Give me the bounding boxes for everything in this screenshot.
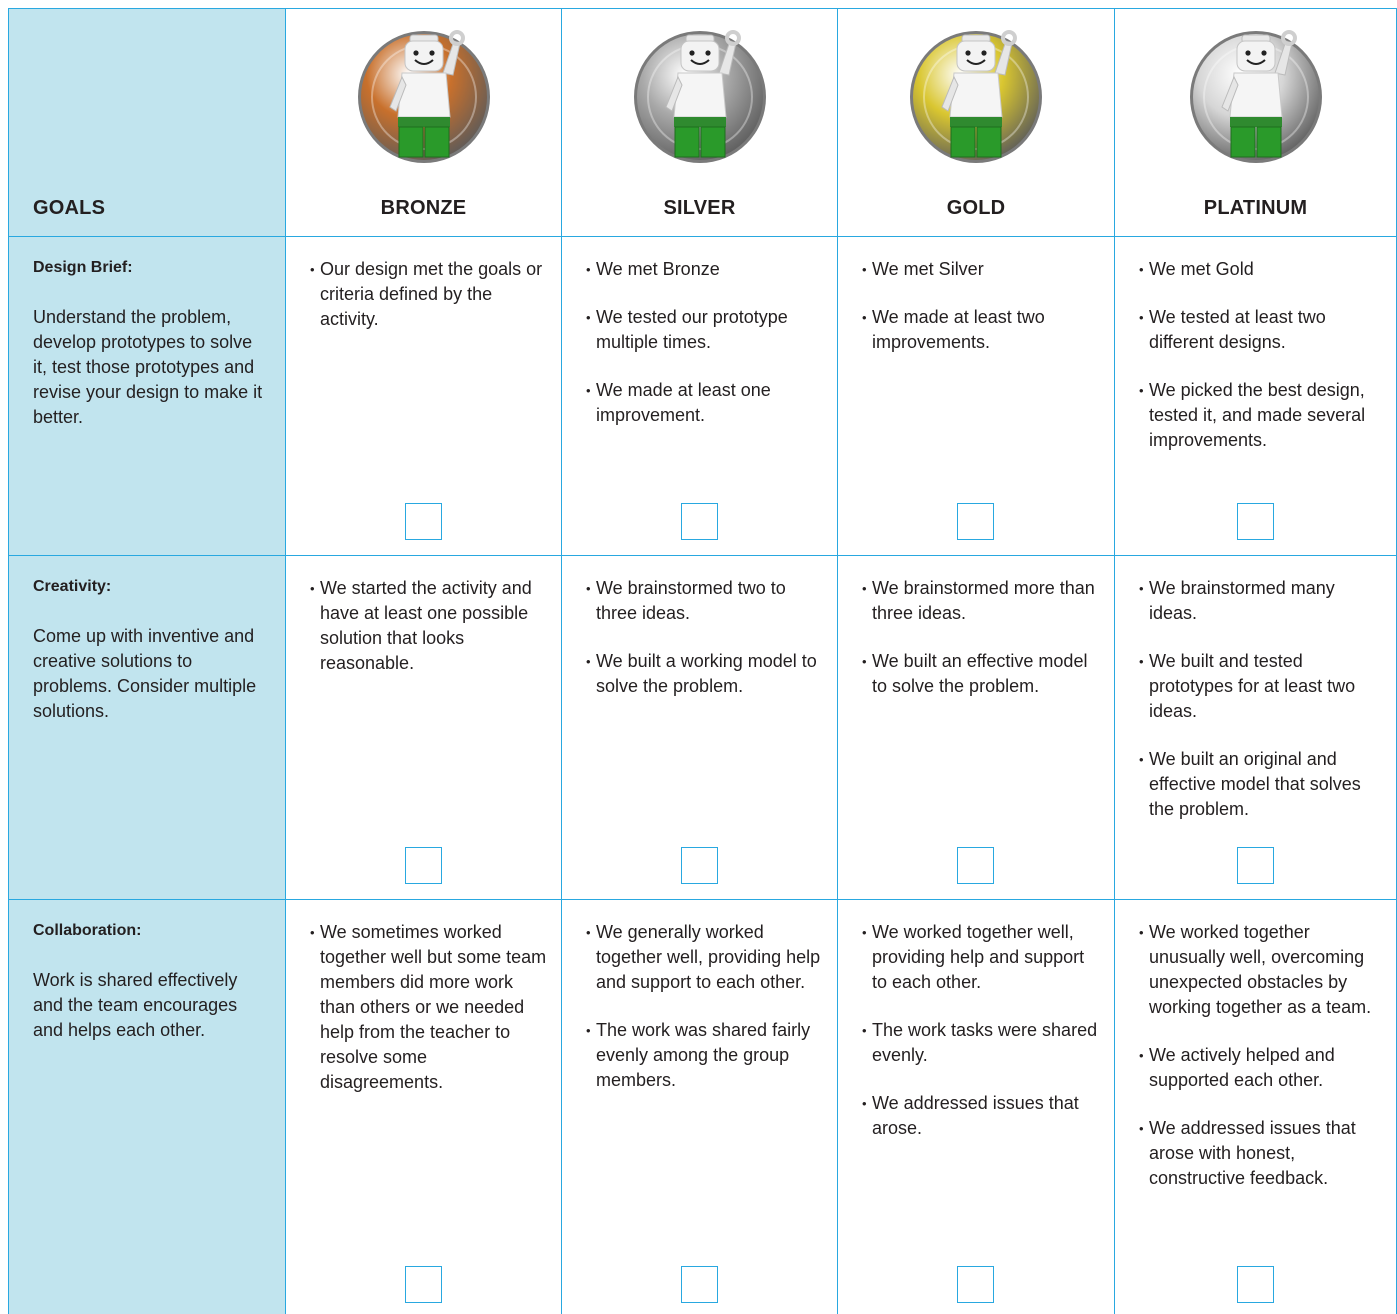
criteria-item: We met Silver [862,257,1102,282]
criteria-cell: We met Silver We made at least two impro… [837,236,1114,555]
level-header-bronze: BRONZE [285,8,561,236]
checkbox[interactable] [680,503,718,540]
platinum-medal-icon [1189,30,1322,163]
checkbox[interactable] [957,1266,994,1303]
criteria-item: We sometimes worked together well but so… [310,920,549,1095]
goal-name: Design Brief: [33,259,133,276]
goal-cell-design-brief: Design Brief: Understand the problem, de… [8,236,285,555]
criteria-item: We tested our prototype multiple times. [586,305,825,355]
checkbox[interactable] [680,1266,718,1303]
level-header-platinum: PLATINUM [1114,8,1397,236]
criteria-item: We generally worked together well, provi… [586,920,825,995]
goal-description: Come up with inventive and creative solu… [33,626,257,721]
criteria-item: We met Bronze [586,257,825,282]
criteria-item: The work was shared fairly evenly among … [586,1018,825,1093]
criteria-item: We built an original and effective model… [1139,747,1384,822]
criteria-list: Our design met the goals or criteria def… [310,257,549,355]
criteria-item: We addressed issues that arose. [862,1091,1102,1141]
criteria-item: We addressed issues that arose with hone… [1139,1116,1384,1191]
criteria-item: We brainstormed two to three ideas. [586,576,825,626]
criteria-item: We built an effective model to solve the… [862,649,1102,699]
checkbox[interactable] [680,847,718,884]
rubric-table: GOALS BRONZE SILVER GOLD PLATINUM Design… [8,8,1397,1314]
criteria-list: We brainstormed many ideas. We built and… [1139,576,1384,845]
criteria-item: We brainstormed more than three ideas. [862,576,1102,626]
checkbox[interactable] [1236,1266,1274,1303]
goals-header-label: GOALS [33,197,106,219]
goal-name: Collaboration: [33,922,142,939]
criteria-list: We met Gold We tested at least two diffe… [1139,257,1384,476]
criteria-item: We built a working model to solve the pr… [586,649,825,699]
checkbox[interactable] [957,847,994,884]
level-label-gold: GOLD [946,197,1006,219]
checkbox[interactable] [957,503,994,540]
goals-header-cell: GOALS [8,8,285,236]
criteria-item: We picked the best design, tested it, an… [1139,378,1384,453]
criteria-list: We sometimes worked together well but so… [310,920,549,1118]
criteria-cell: We met Bronze We tested our prototype mu… [561,236,837,555]
level-header-gold: GOLD [837,8,1114,236]
criteria-cell: Our design met the goals or criteria def… [285,236,561,555]
criteria-list: We brainstormed more than three ideas. W… [862,576,1102,722]
criteria-cell: We generally worked together well, provi… [561,899,837,1314]
goal-description: Understand the problem, develop prototyp… [33,307,263,427]
bronze-medal-icon [357,30,490,163]
criteria-list: We generally worked together well, provi… [586,920,825,1116]
criteria-item: We tested at least two different designs… [1139,305,1384,355]
checkbox[interactable] [1236,503,1274,540]
criteria-item: We actively helped and supported each ot… [1139,1043,1384,1093]
goal-description: Work is shared effectively and the team … [33,970,238,1040]
criteria-cell: We brainstormed two to three ideas. We b… [561,555,837,899]
criteria-item: Our design met the goals or criteria def… [310,257,549,332]
criteria-item: We worked together well, providing help … [862,920,1102,995]
level-label-silver: SILVER [663,197,736,219]
level-label-bronze: BRONZE [380,197,467,219]
criteria-cell: We brainstormed many ideas. We built and… [1114,555,1397,899]
checkbox[interactable] [404,847,442,884]
criteria-list: We started the activity and have at leas… [310,576,549,699]
checkbox[interactable] [1236,847,1274,884]
checkbox[interactable] [404,503,442,540]
criteria-item: The work tasks were shared evenly. [862,1018,1102,1068]
level-label-platinum: PLATINUM [1203,197,1308,219]
criteria-cell: We sometimes worked together well but so… [285,899,561,1314]
criteria-item: We made at least one improvement. [586,378,825,428]
criteria-list: We met Silver We made at least two impro… [862,257,1102,378]
silver-medal-icon [633,30,766,163]
criteria-list: We worked together unusually well, overc… [1139,920,1384,1214]
checkbox[interactable] [404,1266,442,1303]
criteria-item: We started the activity and have at leas… [310,576,549,676]
goal-name: Creativity: [33,578,112,595]
goal-cell-creativity: Creativity: Come up with inventive and c… [8,555,285,899]
criteria-item: We brainstormed many ideas. [1139,576,1384,626]
criteria-cell: We started the activity and have at leas… [285,555,561,899]
criteria-cell: We met Gold We tested at least two diffe… [1114,236,1397,555]
criteria-list: We met Bronze We tested our prototype mu… [586,257,825,451]
criteria-list: We worked together well, providing help … [862,920,1102,1164]
criteria-item: We built and tested prototypes for at le… [1139,649,1384,724]
criteria-cell: We worked together well, providing help … [837,899,1114,1314]
goal-cell-collaboration: Collaboration: Work is shared effectivel… [8,899,285,1314]
criteria-list: We brainstormed two to three ideas. We b… [586,576,825,722]
criteria-item: We made at least two improvements. [862,305,1102,355]
criteria-cell: We brainstormed more than three ideas. W… [837,555,1114,899]
criteria-item: We worked together unusually well, overc… [1139,920,1384,1020]
criteria-cell: We worked together unusually well, overc… [1114,899,1397,1314]
gold-medal-icon [910,30,1042,163]
level-header-silver: SILVER [561,8,837,236]
criteria-item: We met Gold [1139,257,1384,282]
